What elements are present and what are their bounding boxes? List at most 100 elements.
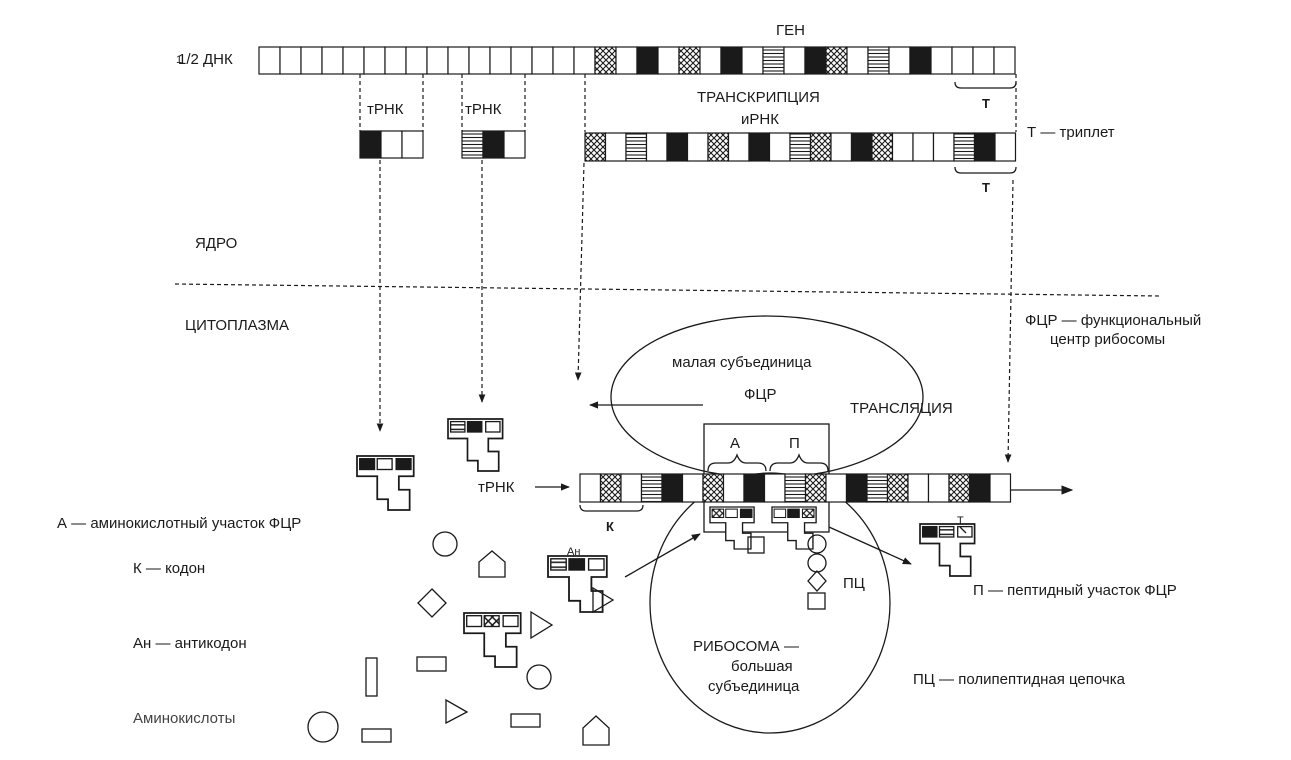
dna-triplet-brace — [954, 81, 1017, 89]
ribosome-mrna-cell — [763, 473, 786, 503]
mrna-triplet-brace — [954, 166, 1017, 174]
dna-cell — [510, 46, 533, 75]
trna-outgoing — [919, 523, 976, 577]
legend-p-site: П — пептидный участок ФЦР — [973, 582, 1177, 599]
mrna-cell — [768, 132, 791, 162]
dna-cell — [384, 46, 407, 75]
dna-cell — [426, 46, 449, 75]
mrna-label: иРНК — [741, 111, 779, 128]
a-site-amino-acid — [747, 536, 765, 554]
amino-acid-rect — [416, 656, 447, 672]
site-a-label: А — [730, 435, 740, 452]
trna-label-1: тРНК — [367, 101, 404, 118]
dna-cell — [804, 46, 827, 75]
amino-acid-pentagon — [478, 550, 506, 578]
trna-free-3 — [463, 612, 522, 668]
legend-triplet: Т — триплет — [1027, 124, 1115, 141]
legend-fcr-line2: центр рибосомы — [1050, 331, 1165, 348]
trna-strip-2 — [461, 130, 526, 159]
ribosome-mrna-cell — [599, 473, 622, 503]
legend-polypeptide: ПЦ — полипептидная цепочка — [913, 671, 1126, 688]
amino-acid-rect — [510, 713, 541, 728]
translation-label: ТРАНСЛЯЦИЯ — [850, 400, 953, 417]
dna-cell — [972, 46, 995, 75]
trna-incoming — [547, 555, 608, 613]
mrna-cell — [789, 132, 812, 162]
ribosome-label-3: субъединица — [708, 678, 800, 695]
ribosome-mrna-cell — [948, 473, 971, 503]
trna-arrow-label: тРНК — [478, 479, 515, 496]
dna-strand: 1 1/2 ДНК — [176, 46, 1016, 75]
anticodon-label: Ан — [567, 546, 580, 558]
ribosome-mrna-cell — [702, 473, 725, 503]
legend-fcr-line1: ФЦР — функциональный — [1025, 312, 1201, 329]
dna-cell — [468, 46, 491, 75]
small-subunit-label: малая субъединица — [672, 354, 812, 371]
dna-cell — [363, 46, 386, 75]
dna-cell — [636, 46, 659, 75]
dna-cell — [993, 46, 1016, 75]
ribosome-mrna-cell — [681, 473, 704, 503]
dna-cell — [909, 46, 932, 75]
dna-cell — [867, 46, 890, 75]
dna-triplet-label: Т — [982, 96, 990, 111]
ribosome-mrna-cell — [825, 473, 848, 503]
outgoing-t-label: Т — [957, 515, 964, 527]
mrna-cell — [830, 132, 853, 162]
dna-cell — [825, 46, 848, 75]
mrna-cell — [850, 132, 873, 162]
legend-codon: К — кодон — [133, 560, 205, 577]
mrna-cell — [645, 132, 668, 162]
cytoplasm-label: ЦИТОПЛАЗМА — [185, 317, 289, 334]
dna-cell — [258, 46, 281, 75]
site-p-label: П — [789, 435, 800, 452]
ribosome-mrna-cell — [722, 473, 745, 503]
dna-cell — [741, 46, 764, 75]
dna-cell — [888, 46, 911, 75]
legend-amino-acids: Аминокислоты — [133, 710, 235, 727]
amino-acid-diamond — [417, 588, 447, 618]
dna-cell — [489, 46, 512, 75]
site-p-brace — [769, 453, 829, 472]
dna-cell — [951, 46, 974, 75]
ribosome-label-2: большая — [731, 658, 793, 675]
mrna-cell — [973, 132, 996, 162]
ribosome-mrna-cell — [640, 473, 663, 503]
trna-molecules — [356, 418, 976, 668]
dna-cell — [405, 46, 428, 75]
mrna-cell — [891, 132, 914, 162]
dna-cell — [615, 46, 638, 75]
ribosome-mrna-cell — [579, 473, 602, 503]
pc-label: ПЦ — [843, 575, 865, 592]
amino-acid-circle — [526, 664, 552, 690]
mrna-cell — [666, 132, 689, 162]
ribosome-mrna — [579, 473, 1012, 503]
amino-acid-bar — [365, 657, 378, 697]
large-subunit — [649, 472, 891, 734]
mrna-cell — [727, 132, 750, 162]
amino-acid-rect — [361, 728, 392, 743]
codon-label: К — [606, 519, 614, 534]
transcription-guides — [359, 74, 1017, 132]
ribosome-mrna-cell — [661, 473, 684, 503]
dna-cell — [594, 46, 617, 75]
dna-cell — [846, 46, 869, 75]
dna-cell — [447, 46, 470, 75]
trna-in-p-site — [771, 506, 817, 550]
ribosome-label-1: РИБОСОМА — — [693, 638, 799, 655]
outgoing-trna-arrow — [828, 526, 912, 565]
dna-cell — [552, 46, 575, 75]
dashed-arrows — [376, 160, 1014, 463]
dna-cells — [258, 46, 1016, 75]
incoming-trna-arrow — [624, 533, 701, 578]
codon-brace — [579, 504, 644, 512]
mrna-cell — [932, 132, 955, 162]
mrna-cell — [809, 132, 832, 162]
dna-cell — [678, 46, 701, 75]
mrna-cell — [994, 132, 1017, 162]
dna-label: 1/2 ДНК — [178, 51, 233, 68]
dna-cell — [762, 46, 785, 75]
dna-cell — [783, 46, 806, 75]
mrna-triplet-label: Т — [982, 180, 990, 195]
